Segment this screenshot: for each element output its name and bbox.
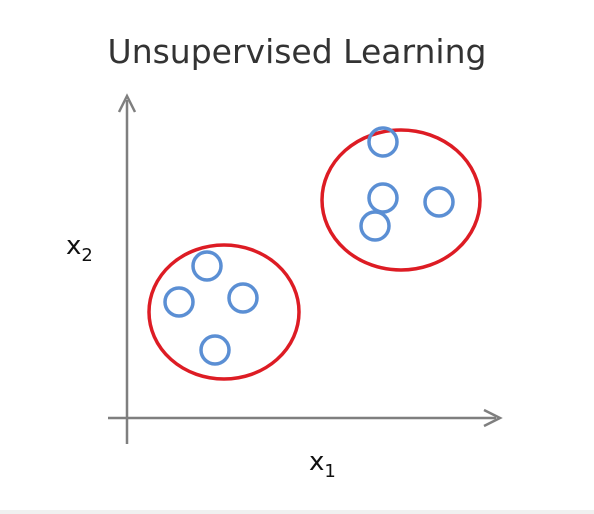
- data-point-lower-left-2: [163, 286, 195, 318]
- y-axis-label-subscript: 2: [81, 245, 92, 266]
- data-point-lower-left-4: [199, 334, 231, 366]
- x-axis-label-main: x: [309, 447, 324, 477]
- cluster-ellipse-lower-left: [147, 243, 301, 381]
- x-axis-label: x1: [309, 447, 336, 482]
- data-point-lower-left-1: [191, 250, 223, 282]
- y-axis-label: x2: [66, 231, 93, 266]
- data-point-upper-right-4: [359, 210, 391, 242]
- x-axis-label-subscript: 1: [324, 461, 335, 482]
- x-axis-arrowhead: [483, 408, 503, 428]
- data-points: [163, 126, 455, 366]
- y-axis-arrowhead: [117, 93, 137, 113]
- cluster-ellipse-upper-right: [320, 128, 482, 272]
- data-point-upper-right-3: [423, 186, 455, 218]
- y-axis-label-main: x: [66, 231, 81, 261]
- diagram-title: Unsupervised Learning: [107, 32, 487, 71]
- data-point-upper-right-2: [367, 182, 399, 214]
- data-point-upper-right-1: [367, 126, 399, 158]
- bottom-strip: [0, 510, 594, 514]
- data-point-lower-left-3: [227, 282, 259, 314]
